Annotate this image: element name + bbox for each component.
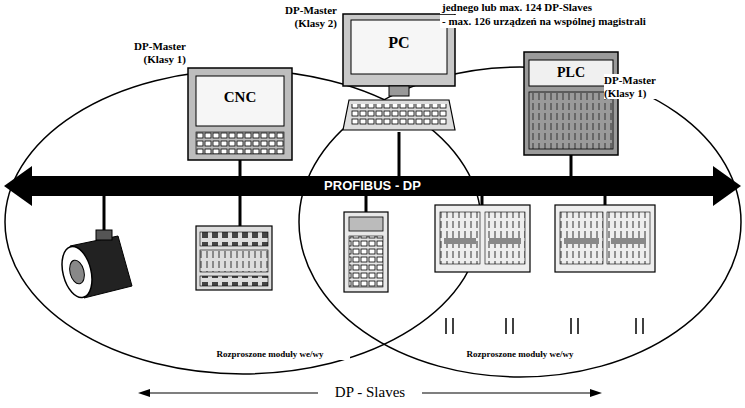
bus-limit-note: jednego lub max. 124 DP-Slaves bbox=[440, 1, 740, 14]
bus-limit-note: - max. 126 urządzeń na wspólnej magistra… bbox=[440, 15, 740, 28]
bus-connection bbox=[239, 160, 242, 176]
bus-connection bbox=[570, 155, 573, 176]
pc-outline bbox=[343, 14, 455, 132]
plc-master: DP-Master (Klasy 1)PLC bbox=[524, 52, 618, 155]
bus-connection bbox=[398, 132, 401, 176]
operator-panel bbox=[344, 212, 388, 292]
master-class-label: DP-Master (Klasy 2) bbox=[271, 4, 337, 29]
device-name: CNC bbox=[188, 88, 292, 106]
master-class-label: DP-Master (Klasy 1) bbox=[604, 74, 668, 99]
group-caption: Rozproszone moduły we/wy bbox=[440, 349, 600, 360]
cnc-outline bbox=[188, 68, 292, 160]
domain-ellipse bbox=[5, 70, 481, 374]
distributed-io-module bbox=[435, 205, 530, 272]
domain-ellipse bbox=[299, 67, 741, 377]
group-caption: Rozproszone moduły we/wy bbox=[190, 349, 350, 360]
wiring-ticks bbox=[446, 318, 643, 334]
cnc-master: DP-Master (Klasy 1)CNC bbox=[188, 68, 292, 160]
drive-motor bbox=[57, 230, 132, 301]
pc-master: DP-Master (Klasy 2)PC bbox=[343, 14, 455, 132]
device-name: PC bbox=[343, 34, 455, 52]
slaves-caption: DP - Slaves bbox=[318, 383, 422, 401]
io-module bbox=[196, 226, 272, 290]
bus-name: PROFIBUS - DP bbox=[22, 177, 723, 195]
distributed-io-module bbox=[555, 205, 655, 272]
device-name: PLC bbox=[524, 64, 618, 82]
master-class-label: DP-Master (Klasy 1) bbox=[124, 40, 186, 65]
fieldbus: PROFIBUS - DP bbox=[22, 176, 723, 196]
